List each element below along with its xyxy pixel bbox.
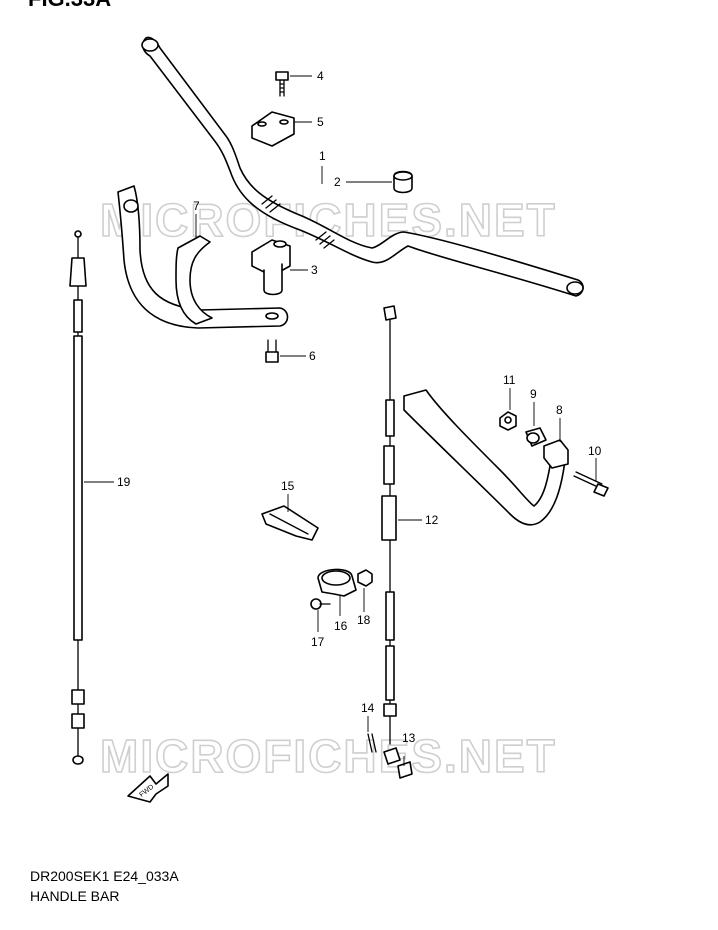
nut-18-part [357, 569, 373, 587]
callout-14: 14 [361, 701, 375, 715]
callout-10: 10 [588, 444, 602, 458]
bolt-10-part [573, 471, 609, 497]
nut-11-part [499, 411, 517, 431]
callout-6: 6 [309, 349, 316, 363]
clamp-16-part [317, 568, 357, 597]
callout-9: 9 [530, 387, 537, 401]
plate-15-part [261, 505, 319, 541]
cable-12-part [381, 305, 397, 745]
callout-3: 3 [311, 263, 318, 277]
callout-5: 5 [317, 115, 324, 129]
cable-19-part [69, 230, 87, 765]
callout-2: 2 [334, 175, 341, 189]
callout-12: 12 [425, 513, 439, 527]
lower-holder-part [251, 239, 291, 296]
callout-18: 18 [357, 613, 371, 627]
watermark-bottom: MICROFICHES.NET [100, 730, 557, 782]
fwd-arrow-icon: FWD [127, 773, 169, 803]
upper-holder-part [251, 111, 295, 147]
drawing-code: DR200SEK1 E24_033A [30, 868, 179, 884]
screw-17-part [310, 598, 331, 610]
callout-4: 4 [317, 69, 324, 83]
callout-16: 16 [334, 619, 348, 633]
figure-title: FIG.33A [28, 0, 111, 12]
hand-guard-bracket-left-part [117, 185, 289, 329]
hand-guard-bracket-right-part [403, 389, 569, 526]
callout-7: 7 [193, 199, 200, 213]
figure-name: HANDLE BAR [30, 888, 120, 904]
leader-lines [84, 75, 597, 766]
callout-15: 15 [281, 479, 295, 493]
callout-labels: 4 5 1 2 3 6 7 8 9 10 11 12 13 14 15 16 1… [117, 69, 602, 745]
callout-13: 13 [402, 731, 416, 745]
collar-part [525, 427, 547, 447]
callout-11: 11 [503, 373, 516, 387]
bolt-13-part [383, 747, 413, 779]
callout-1: 1 [319, 149, 326, 163]
handle-bar-part [141, 36, 584, 297]
callout-19: 19 [117, 475, 131, 489]
callout-8: 8 [556, 403, 563, 417]
bolt-6-part [265, 339, 279, 363]
pin-14-part [367, 733, 377, 753]
cap-part [393, 170, 413, 194]
callout-17: 17 [311, 635, 325, 649]
bolt-4-part [275, 71, 289, 97]
